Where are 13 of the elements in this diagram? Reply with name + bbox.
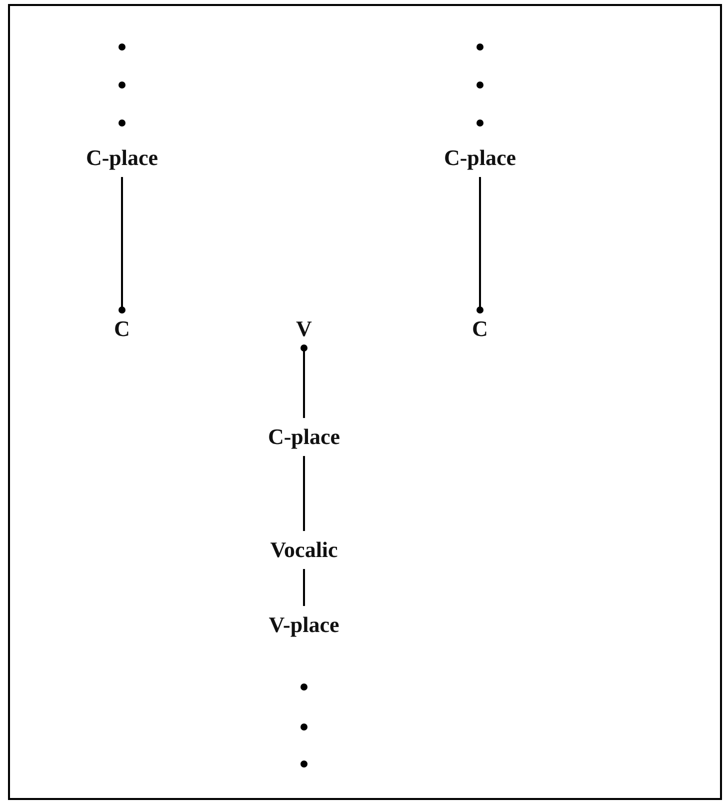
node-label: C-place [86,145,158,171]
node-label: Vocalic [270,537,338,563]
connector-line [303,456,305,531]
connector-line [476,177,484,314]
node-label: C [114,316,130,342]
node-label: C [472,316,488,342]
connector-line [303,569,305,606]
connector-line [118,177,126,314]
node-label: C-place [268,424,340,450]
node-label: V-place [268,612,340,638]
connector-line [300,344,308,418]
node-label: C-place [444,145,516,171]
node-label: V [296,316,312,342]
